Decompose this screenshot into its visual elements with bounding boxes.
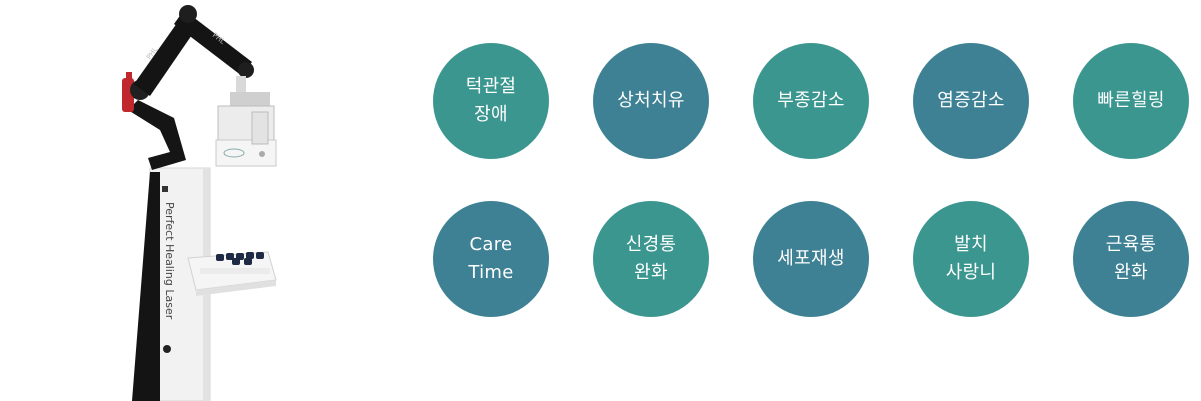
- benefit-circle: 염증감소: [913, 43, 1029, 159]
- benefit-circle: 빠른힐링: [1073, 43, 1189, 159]
- benefit-label: 부종감소: [777, 90, 845, 111]
- benefit-label: 턱관절 장애: [465, 76, 517, 125]
- benefit-label: 염증감소: [937, 90, 1005, 111]
- benefit-circle: 세포재생: [753, 201, 869, 317]
- benefit-label: 근육통 완화: [1105, 234, 1157, 283]
- laser-device-image: Perfect Healing Laser: [0, 0, 400, 401]
- benefit-circle: 발치 사랑니: [913, 201, 1029, 317]
- benefit-circle: 부종감소: [753, 43, 869, 159]
- laser-device-illustration: Perfect Healing Laser: [122, 5, 277, 401]
- benefit-label: 발치 사랑니: [945, 234, 997, 283]
- benefit-label: Care Time: [468, 234, 514, 283]
- benefit-circle: Care Time: [433, 201, 549, 317]
- benefit-label: 상처치유: [617, 90, 685, 111]
- benefit-circle: 상처치유: [593, 43, 709, 159]
- benefit-circle: 근육통 완화: [1073, 201, 1189, 317]
- benefit-label: 세포재생: [777, 248, 845, 269]
- benefit-label: 빠른힐링: [1097, 90, 1165, 111]
- benefit-circle: 신경통 완화: [593, 201, 709, 317]
- benefit-label: 신경통 완화: [625, 234, 677, 283]
- device-model-text: Perfect Healing Laser: [163, 202, 176, 320]
- benefit-circle: 턱관절 장애: [433, 43, 549, 159]
